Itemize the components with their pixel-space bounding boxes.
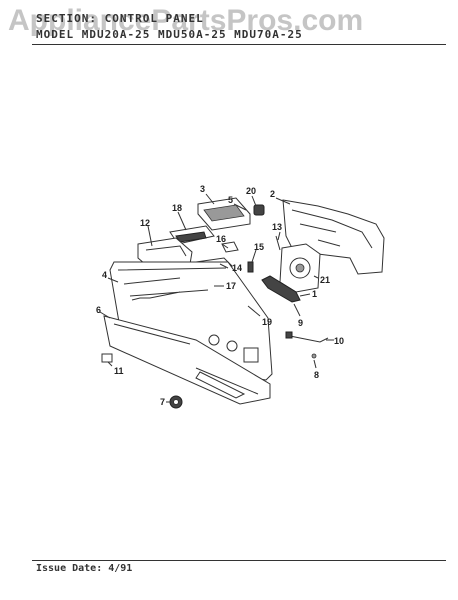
callout-10: 10 bbox=[334, 336, 344, 346]
callout-2: 2 bbox=[270, 189, 275, 199]
section-title: SECTION: CONTROL PANEL bbox=[36, 12, 204, 25]
callout-4: 4 bbox=[102, 270, 107, 280]
callout-12: 12 bbox=[140, 218, 150, 228]
part-13 bbox=[275, 235, 281, 251]
callout-7: 7 bbox=[160, 397, 165, 407]
part-18 bbox=[169, 225, 215, 245]
callout-9: 9 bbox=[298, 318, 303, 328]
part-1-and-9 bbox=[261, 275, 301, 303]
callout-8: 8 bbox=[314, 370, 319, 380]
part-6-panel-frame bbox=[103, 315, 271, 405]
callout-20: 20 bbox=[246, 186, 256, 196]
part-10-wire-harness bbox=[285, 331, 329, 343]
callout-19: 19 bbox=[262, 317, 272, 327]
part-21-timer bbox=[279, 243, 321, 293]
issue-date: Issue Date: 4/91 bbox=[36, 563, 133, 574]
callout-15: 15 bbox=[254, 242, 264, 252]
part-15 bbox=[247, 261, 254, 273]
header-divider bbox=[32, 44, 446, 45]
part-16 bbox=[221, 241, 239, 253]
part-11 bbox=[101, 353, 113, 363]
part-8 bbox=[311, 353, 317, 359]
callout-13: 13 bbox=[272, 222, 282, 232]
part-3 bbox=[197, 197, 251, 231]
callout-21: 21 bbox=[320, 275, 330, 285]
part-4-front-panel bbox=[109, 261, 273, 381]
callout-6: 6 bbox=[96, 305, 101, 315]
callout-5: 5 bbox=[228, 195, 233, 205]
model-line: MODEL MDU20A-25 MDU50A-25 MDU70A-25 bbox=[36, 28, 303, 41]
callout-16: 16 bbox=[216, 234, 226, 244]
callout-14: 14 bbox=[232, 263, 242, 273]
callout-17: 17 bbox=[226, 281, 236, 291]
part-20 bbox=[253, 204, 265, 216]
callout-3: 3 bbox=[200, 184, 205, 194]
callout-11: 11 bbox=[114, 366, 124, 376]
leader-lines bbox=[99, 193, 334, 403]
footer-divider bbox=[32, 560, 446, 561]
part-7-knob bbox=[169, 395, 183, 409]
watermark-text: AppliancePartsPros.com bbox=[8, 4, 364, 37]
callout-18: 18 bbox=[172, 203, 182, 213]
callout-1: 1 bbox=[312, 289, 317, 299]
